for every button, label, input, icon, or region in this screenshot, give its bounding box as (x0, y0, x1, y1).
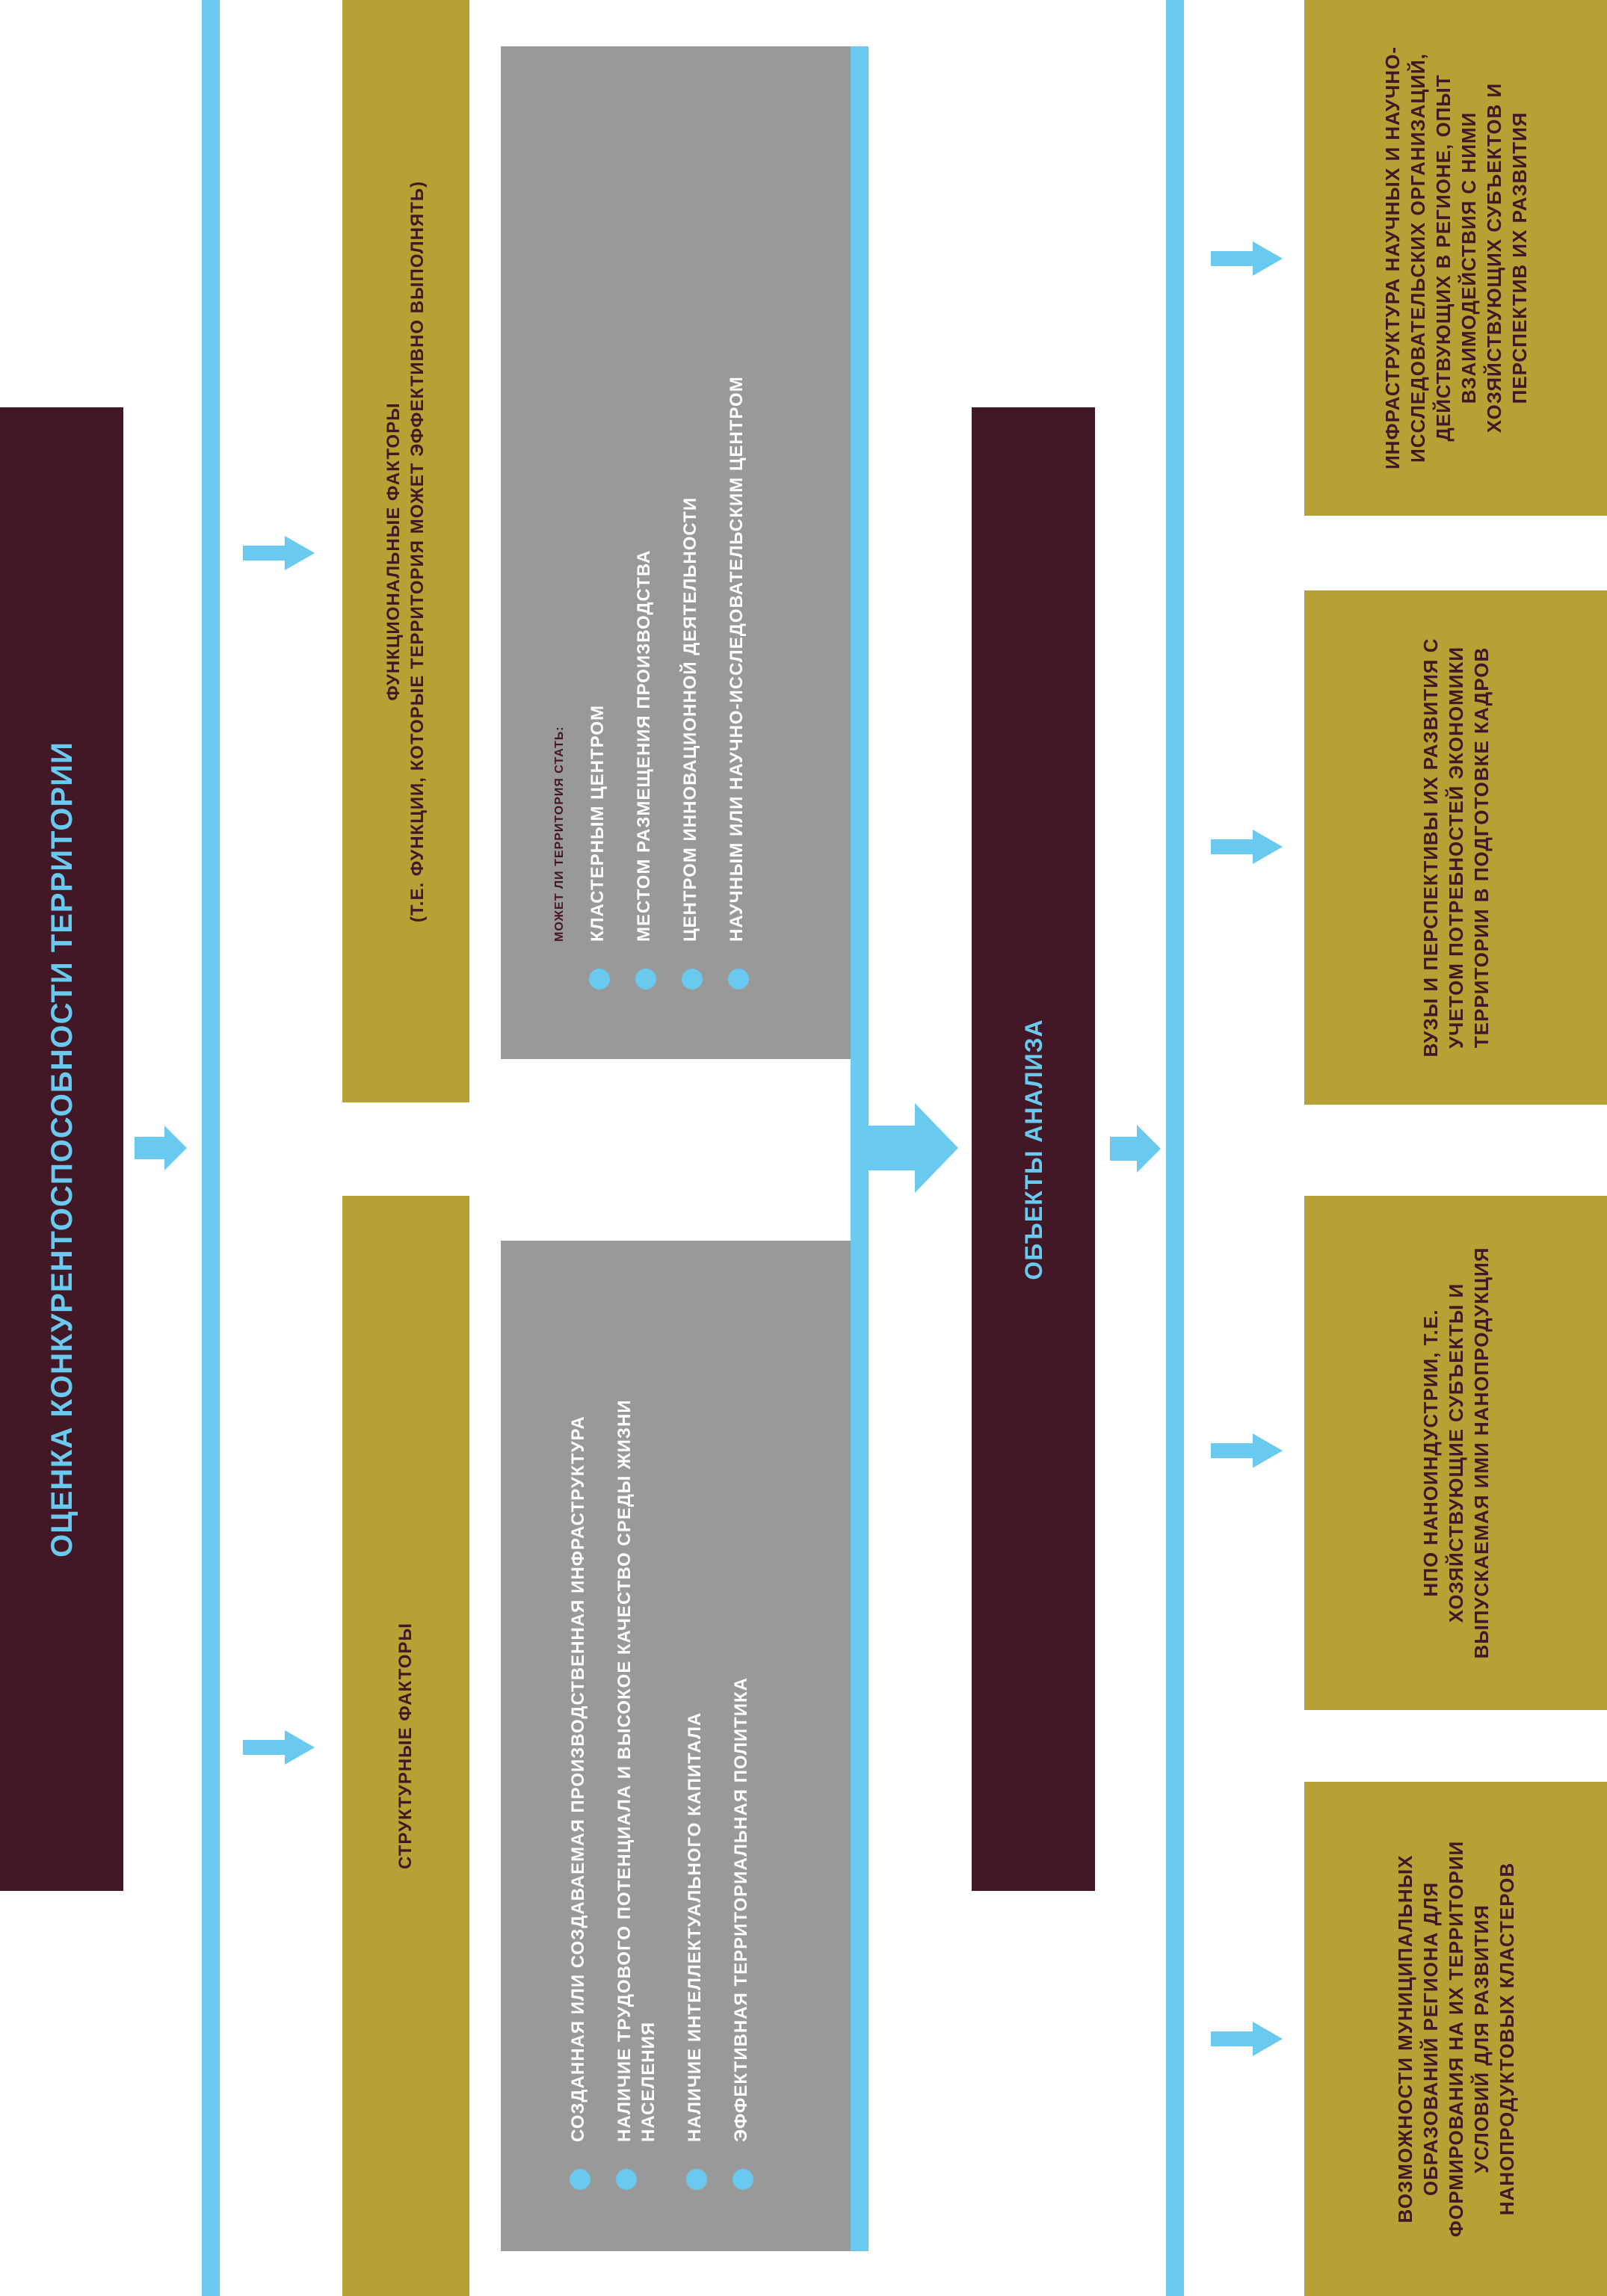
connector-line (851, 46, 869, 2251)
connector-line (1166, 0, 1184, 2296)
structural-list: Созданная или создаваемая производственн… (567, 1293, 776, 2190)
objects-heading: Объекты анализа (1020, 1018, 1047, 1280)
functional-lead: Может ли территория стать: (553, 726, 566, 942)
bullet-dot-icon (682, 969, 703, 990)
functional-list-box: Может ли территория стать: кластерным це… (501, 46, 851, 1059)
list-item: Созданная или создаваемая производственн… (567, 1293, 590, 2190)
title-text: Оценка конкурентоспособности территории (45, 741, 78, 1558)
arrow-right-icon (1110, 1125, 1161, 1173)
bullet-dot-icon (616, 2169, 637, 2190)
functional-list: Может ли территория стать: кластерным це… (552, 93, 771, 990)
arrow-right-icon (243, 1730, 315, 1765)
list-item: центром инновационной деятельности (679, 93, 703, 990)
object-box-municipal: Возможности муниципальных образований ре… (1304, 1782, 1607, 2296)
functional-factors-box: Функциональные факторы (т.е. функции, ко… (342, 0, 469, 1102)
object-text: Вузы и перспективы их развития с учетом … (1419, 638, 1493, 1058)
arrow-right-icon (243, 536, 315, 570)
list-item: Наличие трудового потенциала и высокое к… (613, 1293, 661, 2190)
object-box-infrastructure: Инфраструктура научных и научно-исследов… (1304, 0, 1607, 516)
list-item: Эффективная территориальная политика (730, 1293, 753, 2190)
list-item: кластерным центром (586, 93, 610, 990)
object-text: Инфраструктура научных и научно-исследов… (1381, 46, 1531, 470)
object-box-npo: НПО наноиндустрии, т.е. хозяйствующие су… (1304, 1196, 1607, 1710)
bullet-dot-icon (635, 969, 656, 990)
bullet-dot-icon (686, 2169, 707, 2190)
arrow-right-icon (869, 1103, 958, 1193)
list-item: местом размещения производства (632, 93, 656, 990)
list-item: научным или научно-исследовательским цен… (725, 93, 749, 990)
functional-subheading-text: (т.е. функции, которые территория может … (407, 180, 428, 922)
arrow-right-icon (1211, 1434, 1283, 1468)
object-box-universities: Вузы и перспективы их развития с учетом … (1304, 590, 1607, 1105)
functional-factors-heading: Функциональные факторы (т.е. функции, ко… (382, 28, 430, 1075)
title-box: Оценка конкурентоспособности территории (0, 407, 123, 1891)
arrow-right-icon (1211, 2022, 1283, 2056)
connector-line (202, 0, 220, 2296)
objects-box: Объекты анализа (972, 407, 1095, 1891)
structural-factors-box: Структурные факторы (342, 1196, 469, 2296)
arrow-right-icon (135, 1126, 187, 1170)
arrow-right-icon (1211, 241, 1283, 276)
bullet-dot-icon (589, 969, 610, 990)
functional-heading-text: Функциональные факторы (383, 401, 404, 701)
bullet-dot-icon (732, 2169, 753, 2190)
list-item: Наличие интеллектуального капитала (683, 1293, 707, 2190)
object-text: НПО наноиндустрии, т.е. хозяйствующие су… (1419, 1247, 1493, 1659)
bullet-dot-icon (570, 2169, 590, 2190)
structural-list-box: Созданная или создаваемая производственн… (501, 1241, 851, 2251)
bullet-dot-icon (728, 969, 749, 990)
structural-factors-heading: Структурные факторы (395, 1622, 416, 1870)
arrow-right-icon (1211, 830, 1283, 864)
object-text: Возможности муниципальных образований ре… (1393, 1840, 1518, 2238)
